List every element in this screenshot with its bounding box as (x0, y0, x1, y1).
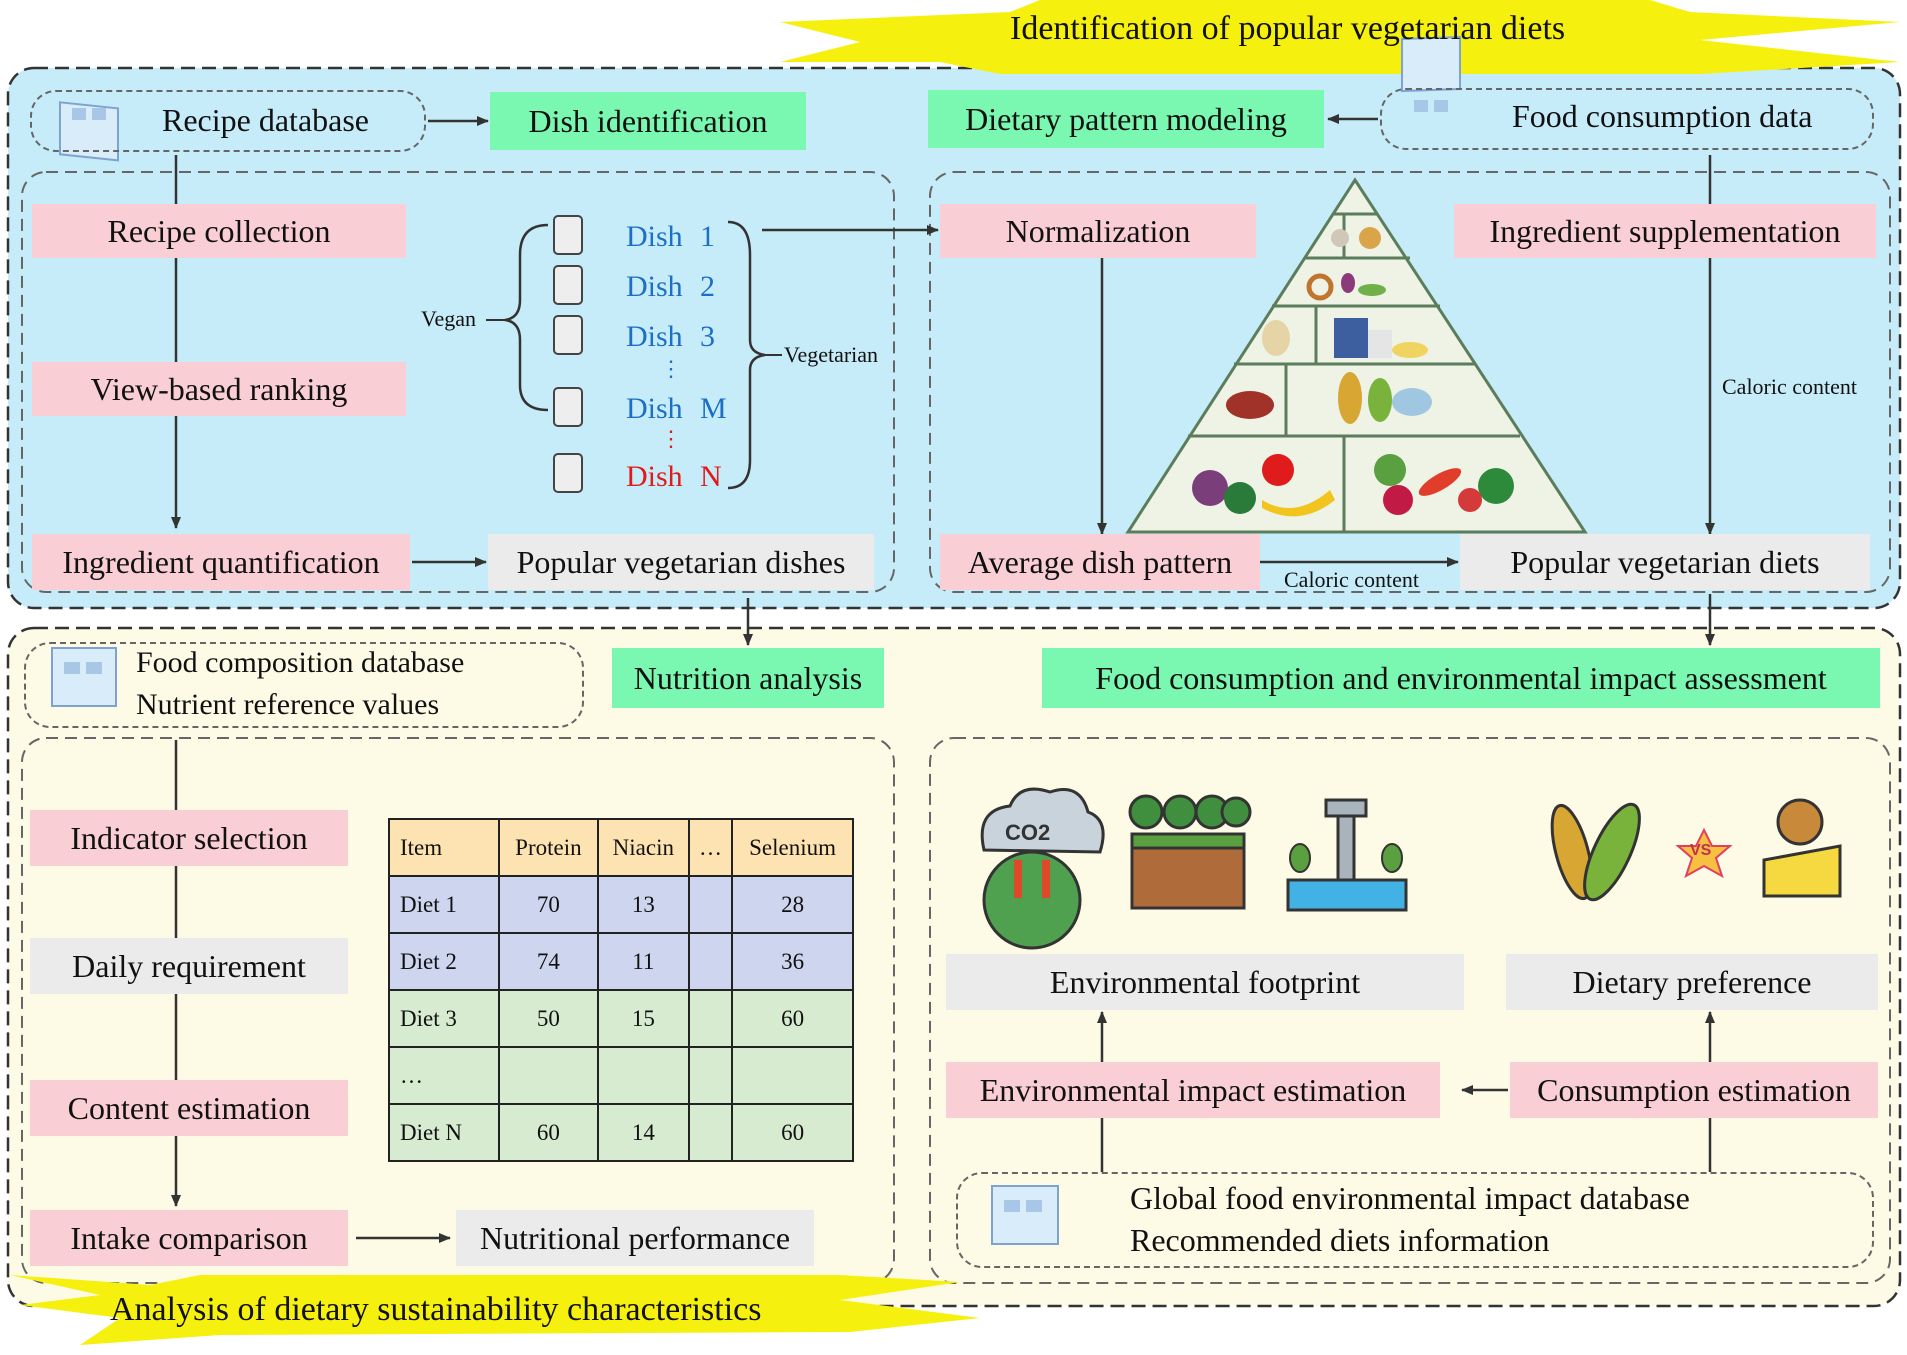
table-cell: 15 (596, 989, 690, 1048)
top-right-panel (929, 171, 1891, 593)
table-cell: 50 (497, 989, 599, 1048)
table-row: Diet 2 74 11 36 (388, 932, 854, 991)
vegan-label: Vegan (421, 306, 476, 331)
pyramid-food-icons (1192, 227, 1514, 517)
table-cell: 60 (731, 1103, 854, 1162)
indicator-selection-step: Indicator selection (30, 810, 348, 866)
bottom-right-panel (929, 737, 1891, 1284)
food-consumption-data-label: Food consumption data (1512, 98, 1813, 134)
table-header-cell: Protein (497, 818, 599, 877)
table-cell: 74 (497, 932, 599, 991)
database-icon-consumption (1401, 35, 1461, 112)
irrigation-icon (1286, 798, 1408, 912)
recipe-database-box (30, 90, 426, 152)
dietary-pattern-modeling-header: Dietary pattern modeling (928, 90, 1324, 148)
caloric-content-label-bottom: Caloric content (1284, 567, 1420, 592)
dish-doc-icons (553, 215, 583, 493)
recommended-diets-label: Recommended diets information (1130, 1222, 1550, 1258)
vs-label: VS (1690, 842, 1712, 859)
table-row: Diet 1 70 13 28 (388, 875, 854, 934)
table-cell (596, 1046, 690, 1105)
table-cell (687, 989, 734, 1048)
table-cell: Diet 3 (388, 989, 500, 1048)
average-dish-pattern-step: Average dish pattern (940, 534, 1260, 590)
co2-cloud-icon (980, 787, 1105, 950)
intake-comparison-step: Intake comparison (30, 1210, 348, 1266)
food-composition-db-label: Food composition database (136, 646, 465, 679)
dietary-preference-output: Dietary preference (1506, 954, 1878, 1010)
table-header-cell: Item (388, 818, 500, 877)
caloric-content-label-right: Caloric content (1722, 374, 1858, 399)
database-icon-global (991, 1185, 1059, 1245)
bottom-banner-shape (10, 1275, 980, 1345)
dish-identification-header: Dish identification (490, 92, 806, 150)
consumption-estimation-step: Consumption estimation (1510, 1062, 1878, 1118)
environmental-impact-estimation-step: Environmental impact estimation (946, 1062, 1440, 1118)
table-cell: 13 (596, 875, 690, 934)
co2-label: CO2 (1005, 820, 1051, 845)
popular-vegetarian-diets-output: Popular vegetarian diets (1460, 534, 1870, 590)
daily-requirement-step: Daily requirement (30, 938, 348, 994)
table-cell: 36 (731, 932, 854, 991)
ingredient-supplementation-step: Ingredient supplementation (1454, 204, 1876, 258)
table-cell: 11 (596, 932, 690, 991)
food-env-assessment-header: Food consumption and environmental impac… (1042, 648, 1880, 708)
table-cell (731, 1046, 854, 1105)
ingredient-quantification-step: Ingredient quantification (32, 534, 410, 590)
dish-ellipsis-1: ⋮ (660, 356, 682, 381)
environmental-footprint-output: Environmental footprint (946, 954, 1464, 1010)
content-estimation-step: Content estimation (30, 1080, 348, 1136)
table-cell: 70 (497, 875, 599, 934)
top-left-panel (21, 171, 895, 593)
table-cell (687, 875, 734, 934)
table-cell: 60 (731, 989, 854, 1048)
global-db-label: Global food environmental impact databas… (1130, 1180, 1690, 1216)
top-banner-title: Identification of popular vegetarian die… (1010, 10, 1566, 47)
table-cell (687, 1103, 734, 1162)
table-cell: Diet 2 (388, 932, 500, 991)
nutritional-performance-output: Nutritional performance (456, 1210, 814, 1266)
table-header-cell: … (687, 818, 734, 877)
table-header-row: Item Protein Niacin … Selenium (388, 818, 854, 877)
database-icon-recipe (59, 101, 119, 162)
table-cell: 14 (596, 1103, 690, 1162)
table-cell: 60 (497, 1103, 599, 1162)
bottom-banner-title: Analysis of dietary sustainability chara… (110, 1291, 762, 1328)
nutrient-reference-values-label: Nutrient reference values (136, 688, 440, 721)
table-header-cell: Selenium (731, 818, 854, 877)
table-header-cell: Niacin (596, 818, 690, 877)
table-cell (497, 1046, 599, 1105)
table-row: Diet 3 50 15 60 (388, 989, 854, 1048)
table-cell: Diet 1 (388, 875, 500, 934)
table-row: Diet N 60 14 60 (388, 1103, 854, 1162)
database-icon-composition (51, 647, 117, 707)
popular-vegetarian-dishes-output: Popular vegetarian dishes (488, 534, 874, 590)
table-cell: 28 (731, 875, 854, 934)
table-row: … (388, 1046, 854, 1105)
view-based-ranking-step: View-based ranking (32, 362, 406, 416)
table-cell (687, 1046, 734, 1105)
table-cell (687, 932, 734, 991)
global-db-box (956, 1172, 1874, 1268)
food-composition-db-box (24, 642, 584, 728)
nutrition-table: Item Protein Niacin … Selenium Diet 1 70… (388, 818, 854, 1162)
top-banner-shape (780, 0, 1900, 74)
normalization-step: Normalization (940, 204, 1256, 258)
vegetarian-label: Vegetarian (784, 342, 879, 367)
forest-field-icon (1128, 794, 1252, 910)
nutrition-analysis-header: Nutrition analysis (612, 648, 884, 708)
recipe-collection-step: Recipe collection (32, 204, 406, 258)
table-cell: Diet N (388, 1103, 500, 1162)
table-cell: … (388, 1046, 500, 1105)
dish-ellipsis-2: ⋮ (660, 426, 682, 451)
food-consumption-data-box (1380, 88, 1874, 150)
recipe-database-label: Recipe database (162, 102, 369, 138)
dietary-preference-icon (1550, 798, 1842, 902)
